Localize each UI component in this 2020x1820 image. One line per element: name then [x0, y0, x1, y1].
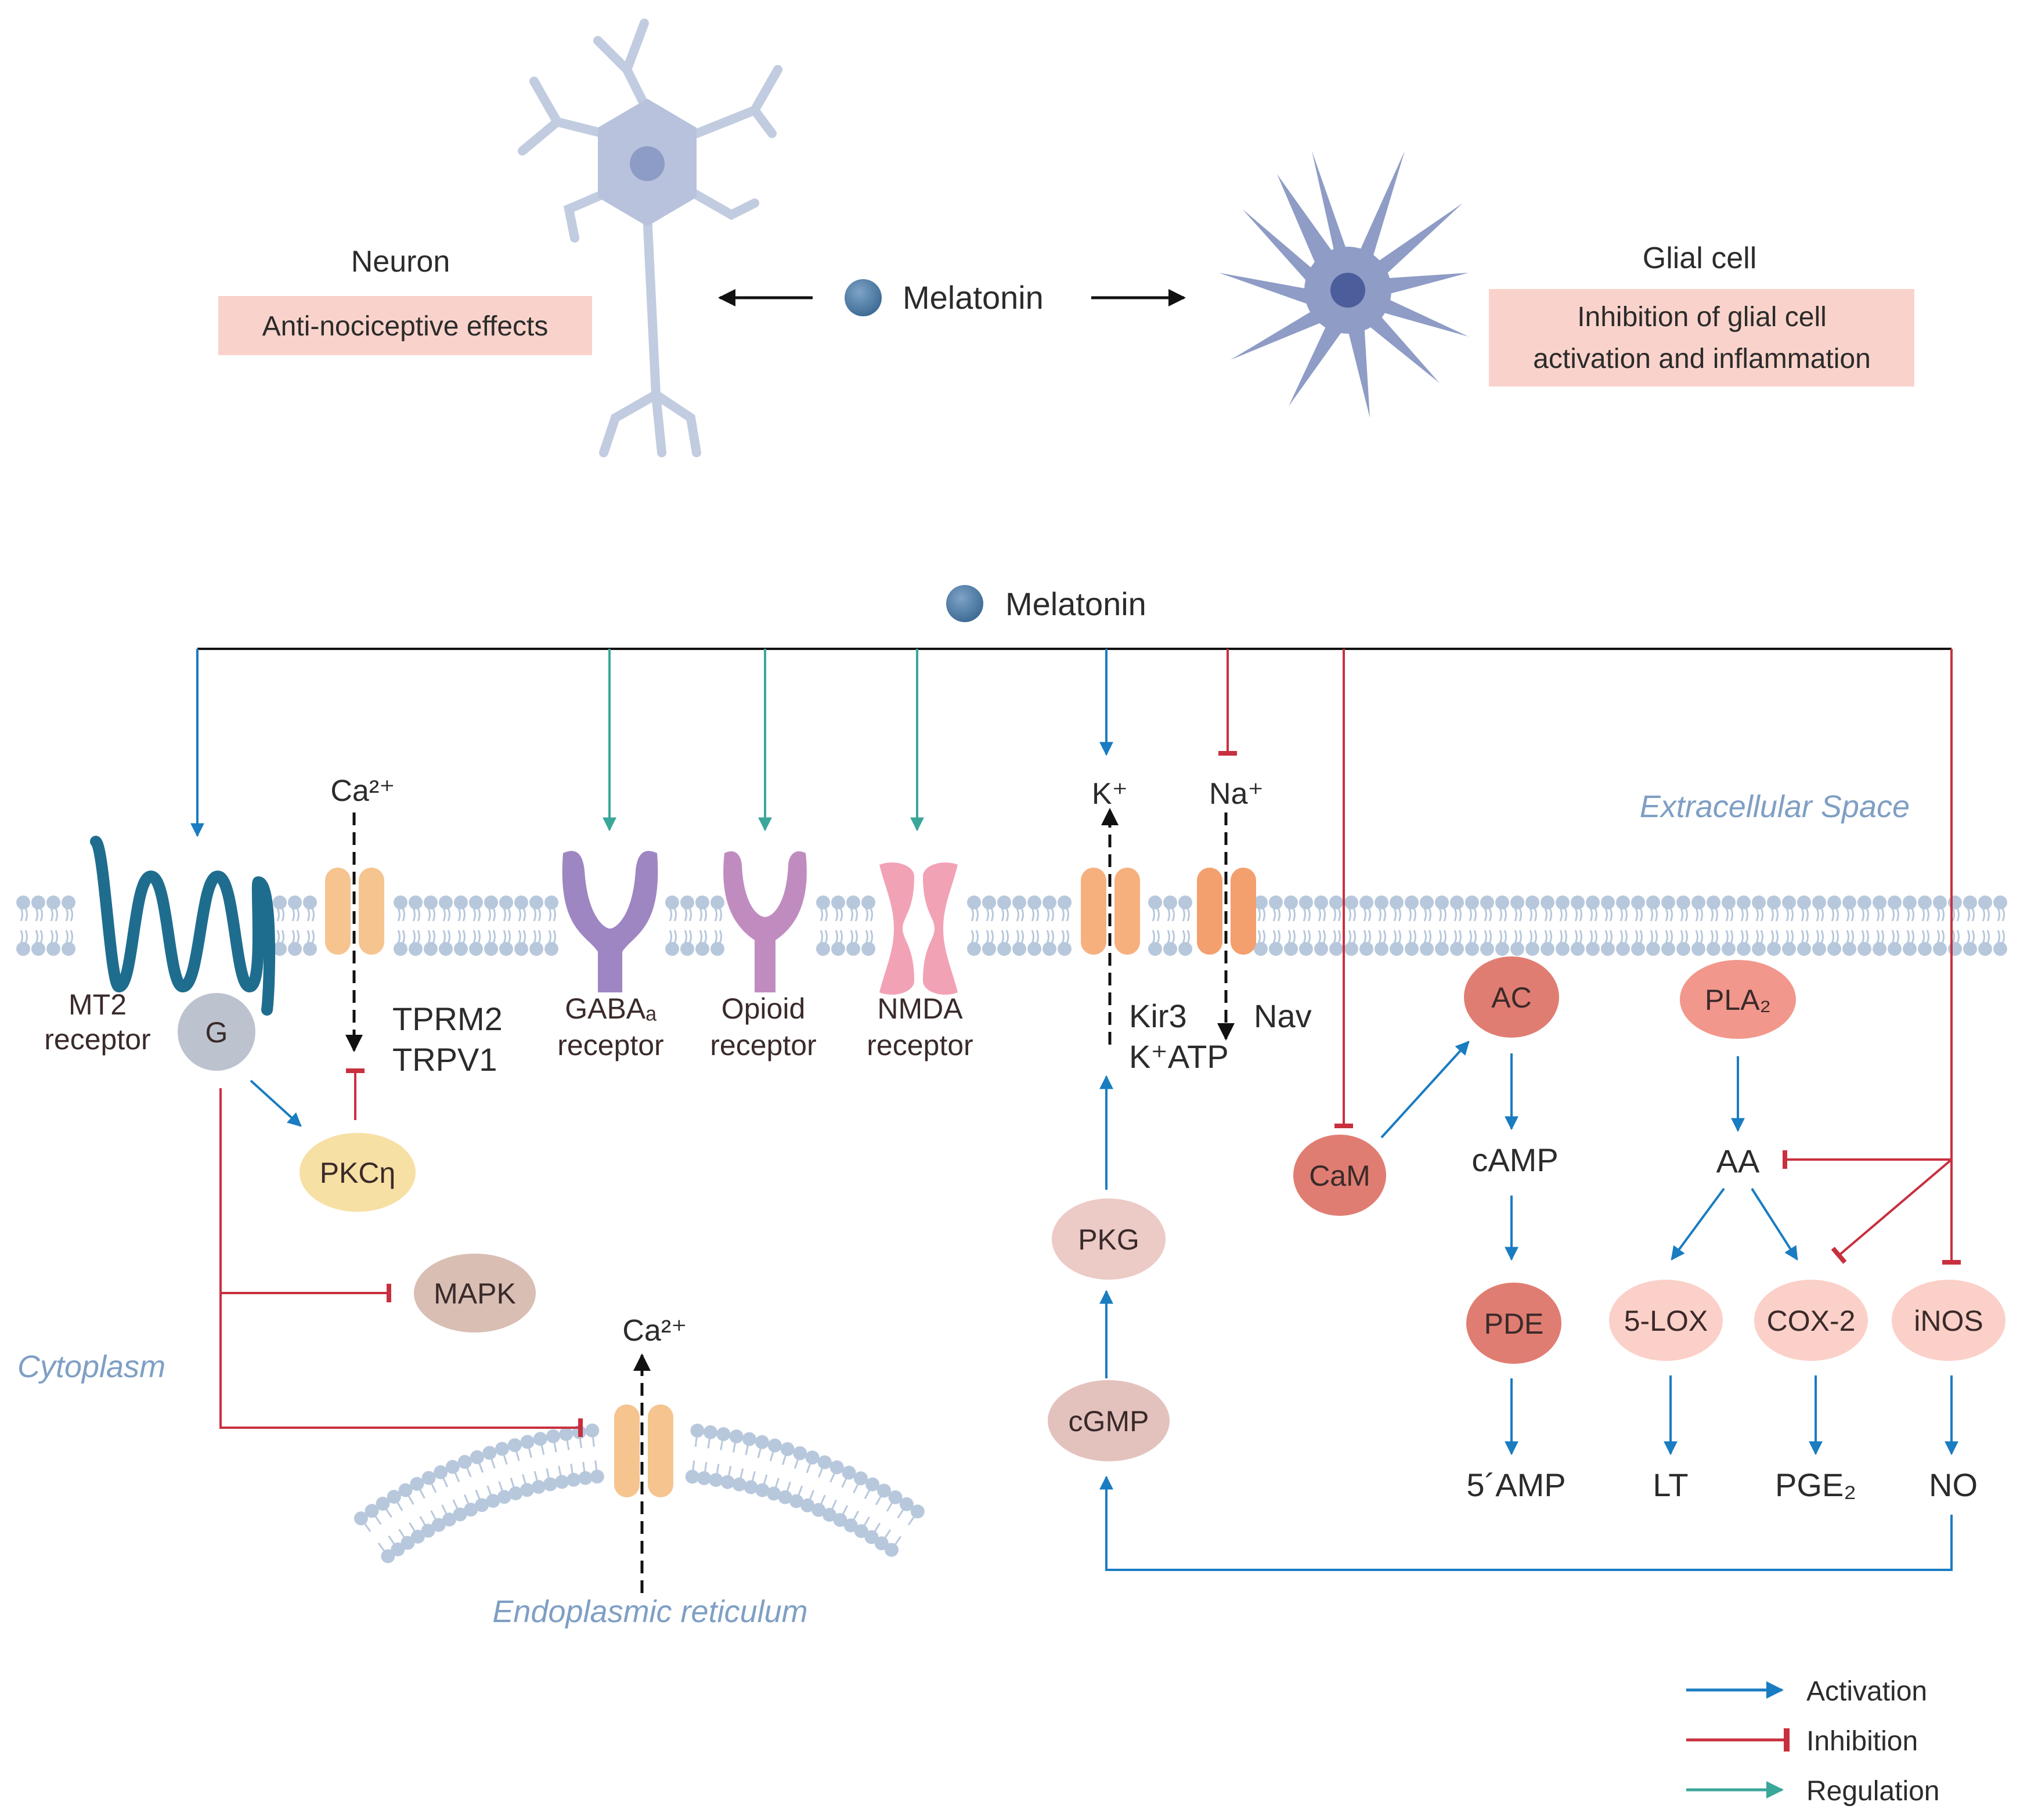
g-inhibits-er-channel [219, 1293, 583, 1437]
glial-effect-line2: activation and inflammation [1533, 344, 1871, 374]
aa-to-5lox-arrow [1671, 1187, 1725, 1261]
glial-cell-icon [1219, 151, 1469, 418]
trp-channel-left [325, 868, 351, 955]
cam-to-ac-arrow [1380, 1041, 1470, 1139]
er-channel-right [648, 1404, 673, 1497]
trp-channel-right [359, 868, 384, 955]
k-plus-label: K⁺ [1092, 777, 1128, 811]
er-membrane [354, 1423, 925, 1563]
mt2-receptor-icon [90, 836, 276, 1016]
trpm2-label: TPRM2 [392, 1001, 503, 1037]
lox5-label: 5-LOX [1624, 1305, 1708, 1337]
gaba-receptor-icon [562, 851, 658, 992]
legend-regulation-label: Regulation [1806, 1776, 1940, 1807]
legend-inhibition-label: Inhibition [1806, 1726, 1918, 1757]
neuron-nucleus-icon [630, 146, 665, 181]
cgmp-node [1048, 1380, 1170, 1461]
glial-effect-line1: Inhibition of glial cell [1577, 302, 1827, 333]
nmda-receptor-left-icon [879, 862, 914, 995]
inos-label: iNOS [1914, 1305, 1983, 1337]
pkc-node [300, 1133, 416, 1212]
pde-label: PDE [1484, 1308, 1544, 1340]
no-to-cgmp-arrow [1099, 1475, 1953, 1571]
pkg-label: PKG [1078, 1223, 1139, 1256]
glial-effect-box [1489, 289, 1914, 387]
ac-node [1464, 956, 1559, 1038]
neuron-effect-box [218, 296, 592, 355]
gaba-label-line1: GABAₐ [565, 992, 656, 1025]
inhibit-cox2-line [1831, 1158, 1953, 1264]
mt2-label-line1: MT2 [68, 988, 127, 1021]
pla2-node [1680, 960, 1796, 1039]
melatonin-molecule-icon [845, 279, 882, 316]
gaba-label-line2: receptor [557, 1029, 663, 1061]
nav-channel-left [1197, 868, 1222, 955]
cam-label: CaM [1309, 1160, 1370, 1192]
aa-label: AA [1716, 1143, 1760, 1179]
mt2-label-line2: receptor [44, 1023, 150, 1056]
pkc-label: PKCη [320, 1157, 396, 1189]
neuron-icon [518, 19, 782, 457]
pla2-label: PLA₂ [1705, 984, 1771, 1016]
ca-er-label: Ca²⁺ [622, 1314, 687, 1348]
nav-channel-right [1231, 868, 1256, 955]
pkg-node [1052, 1198, 1166, 1280]
pde-node [1466, 1283, 1561, 1364]
kir3-channel-left [1081, 868, 1106, 955]
amp5-label: 5´AMP [1466, 1467, 1566, 1503]
nav-label: Nav [1254, 998, 1312, 1034]
no-label: NO [1929, 1467, 1978, 1503]
nmda-receptor-right-icon [923, 862, 958, 995]
kir3-channel-right [1114, 868, 1140, 955]
cytoplasm-label: Cytoplasm [17, 1349, 165, 1384]
cell-membrane [16, 895, 2007, 956]
extracellular-space-label: Extracellular Space [1640, 789, 1910, 824]
legend-activation-label: Activation [1806, 1676, 1927, 1707]
lox5-node [1609, 1280, 1723, 1361]
g-protein-label: G [205, 1016, 228, 1049]
melatonin-pathway-molecule-icon [946, 585, 983, 622]
opioid-label-line1: Opioid [722, 992, 806, 1025]
kir3-label: Kir3 [1129, 998, 1187, 1034]
glial-nucleus-icon [1330, 273, 1365, 308]
er-channel-left [614, 1404, 640, 1497]
na-plus-label: Na⁺ [1209, 777, 1264, 811]
cox2-label: COX-2 [1767, 1305, 1856, 1337]
aa-to-cox2-arrow [1751, 1187, 1798, 1261]
mapk-label: MAPK [434, 1277, 516, 1310]
nmda-label-line1: NMDA [877, 992, 963, 1025]
mapk-node [414, 1254, 536, 1332]
g-protein-node [178, 993, 255, 1071]
opioid-receptor-icon [723, 851, 807, 992]
cgmp-label: cGMP [1069, 1405, 1149, 1438]
lt-label: LT [1653, 1467, 1688, 1503]
melatonin-pathway-label: Melatonin [1005, 586, 1146, 622]
pge2-label: PGE₂ [1775, 1467, 1856, 1503]
endoplasmic-reticulum-label: Endoplasmic reticulum [492, 1594, 807, 1629]
ac-label: AC [1491, 981, 1531, 1014]
ca-top-label: Ca²⁺ [330, 774, 395, 808]
katp-label: K⁺ATP [1129, 1038, 1229, 1075]
trpv1-label: TRPV1 [392, 1041, 497, 1078]
g-to-pkc-arrow [250, 1079, 302, 1127]
opioid-label-line2: receptor [710, 1029, 816, 1061]
cox2-node [1754, 1280, 1868, 1361]
glial-label: Glial cell [1643, 241, 1757, 275]
melatonin-top-label: Melatonin [903, 279, 1044, 316]
camp-label: cAMP [1471, 1142, 1558, 1178]
legend: Activation Inhibition Regulation [1686, 1676, 1940, 1807]
inos-node [1892, 1280, 2005, 1361]
neuron-effect-text: Anti-nociceptive effects [262, 311, 549, 342]
cam-node [1293, 1135, 1386, 1216]
neuron-label: Neuron [351, 245, 450, 279]
nmda-label-line2: receptor [867, 1029, 973, 1061]
